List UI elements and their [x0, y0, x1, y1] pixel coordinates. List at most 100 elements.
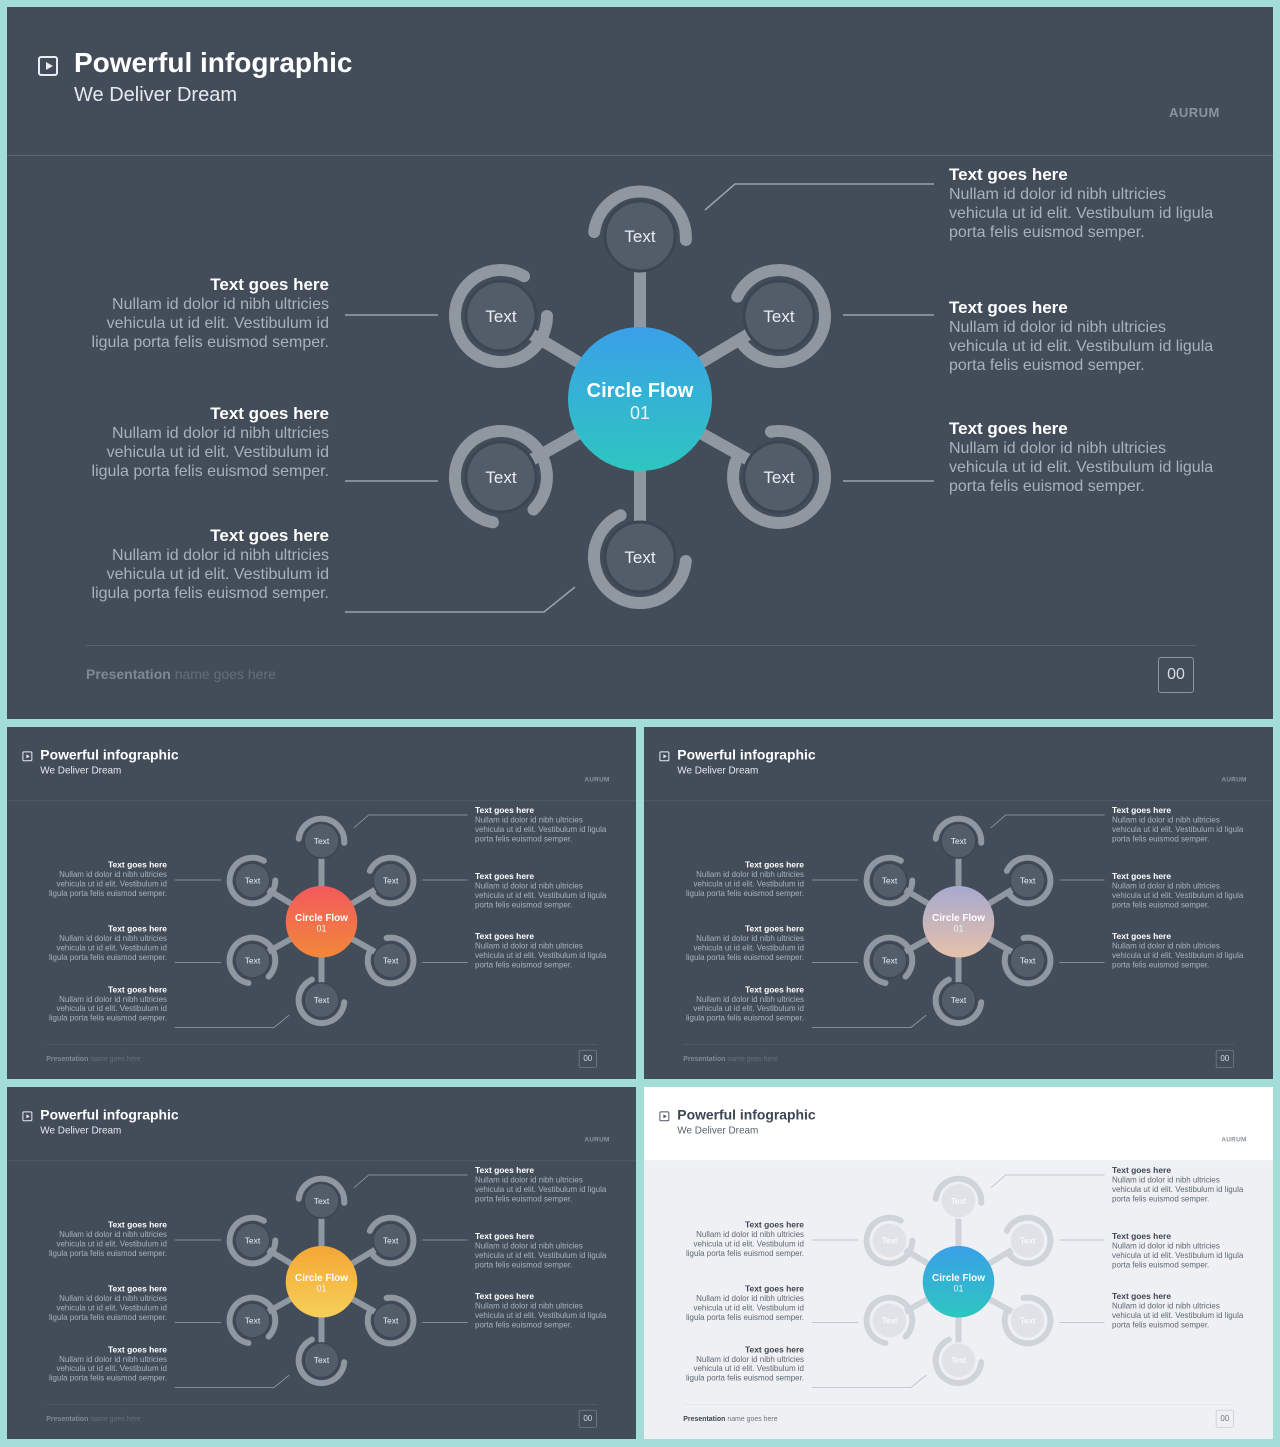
- text-block-heading: Text goes here: [210, 404, 329, 423]
- text-block-body: Nullam id dolor id nibh ultricies vehicu…: [949, 319, 1214, 374]
- text-block-body: Nullam id dolor id nibh ultricies vehicu…: [475, 882, 607, 910]
- node-label: Text: [383, 955, 399, 965]
- slide-title: Powerful infographic: [677, 1106, 816, 1123]
- center-number: 01: [630, 403, 650, 423]
- slide-thumbnail[interactable]: Powerful infographic We Deliver Dream AU…: [644, 727, 1273, 1079]
- text-block-heading: Text goes here: [744, 1344, 804, 1355]
- center-circle: [922, 885, 995, 958]
- footer-bold: Presentation: [86, 666, 171, 682]
- node-circle: [940, 982, 977, 1019]
- node-circle: [940, 1182, 977, 1219]
- slide-thumbnail[interactable]: Powerful infographic We Deliver Dream AU…: [7, 1087, 636, 1439]
- text-block-heading: Text goes here: [1112, 1165, 1172, 1175]
- center-circle: [922, 1245, 995, 1318]
- play-icon: [659, 1111, 670, 1122]
- node-ring: [295, 1336, 348, 1387]
- slide-subtitle: We Deliver Dream: [40, 765, 122, 777]
- page-number: 00: [578, 1409, 597, 1428]
- node-ring: [727, 425, 831, 529]
- text-block-heading: Text goes here: [107, 1344, 167, 1355]
- node-label: Text: [314, 836, 330, 846]
- node-ring: [932, 976, 985, 1027]
- text-block-left-2: Text goes here Nullam id dolor id nibh u…: [69, 404, 329, 481]
- node-ring: [863, 1294, 916, 1347]
- text-block-body: Nullam id dolor id nibh ultricies vehicu…: [475, 1242, 607, 1270]
- text-block-left-3: Text goes here Nullam id dolor id nibh u…: [675, 1345, 804, 1383]
- node-ring: [226, 1214, 279, 1267]
- node-ring: [1003, 854, 1054, 907]
- text-block-heading: Text goes here: [107, 860, 167, 870]
- text-block-heading: Text goes here: [475, 805, 535, 815]
- node-circle: [940, 822, 977, 859]
- brand-logo-text: AURUM: [584, 775, 610, 784]
- footer-divider: [86, 645, 1196, 646]
- text-block-body: Nullam id dolor id nibh ultricies vehicu…: [91, 296, 329, 351]
- node-ring: [449, 264, 553, 369]
- slide-header: Powerful infographic We Deliver Dream AU…: [7, 727, 636, 801]
- slide-subtitle: We Deliver Dream: [677, 1125, 759, 1137]
- footer-rest: name goes here: [88, 1414, 141, 1423]
- text-block-heading: Text goes here: [107, 924, 167, 934]
- footer-rest: name goes here: [725, 1054, 778, 1063]
- node-label: Text: [245, 1315, 261, 1325]
- slide-header: Powerful infographic We Deliver Dream AU…: [644, 727, 1273, 801]
- connector-line: [353, 1174, 468, 1189]
- node-ring: [366, 854, 417, 907]
- footer-presentation-name: Presentation name goes here: [86, 666, 276, 682]
- text-block-body: Nullam id dolor id nibh ultricies vehicu…: [686, 870, 804, 898]
- slide-thumbnail[interactable]: Powerful infographic We Deliver Dream AU…: [7, 727, 636, 1079]
- node-circle: [234, 1222, 271, 1259]
- text-block-body: Nullam id dolor id nibh ultricies vehicu…: [475, 1175, 607, 1204]
- connector-line: [990, 1174, 1105, 1189]
- text-block-body: Nullam id dolor id nibh ultricies vehicu…: [949, 186, 1214, 241]
- text-block-body: Nullam id dolor id nibh ultricies vehicu…: [949, 440, 1214, 495]
- footer-rest: name goes here: [725, 1414, 778, 1423]
- slide-title: Powerful infographic: [74, 47, 353, 78]
- text-block-body: Nullam id dolor id nibh ultricies vehicu…: [1112, 1175, 1244, 1204]
- text-block-heading: Text goes here: [107, 1220, 167, 1230]
- connector-line: [811, 1374, 927, 1388]
- slide-thumbnail[interactable]: Powerful infographic We Deliver Dream AU…: [644, 1087, 1273, 1439]
- node-ring: [932, 815, 985, 846]
- connector-line: [353, 814, 468, 829]
- text-block-right-2: Text goes here Nullam id dolor id nibh u…: [475, 1232, 609, 1270]
- node-circle: [234, 862, 271, 899]
- brand-logo-text: AURUM: [1169, 105, 1220, 120]
- text-block-right-1: Text goes here Nullam id dolor id nibh u…: [475, 1166, 609, 1204]
- node-ring: [1001, 1294, 1054, 1347]
- text-block-heading: Text goes here: [210, 275, 329, 294]
- node-circle: [303, 1342, 340, 1379]
- text-block-right-3: Text goes here Nullam id dolor id nibh u…: [949, 419, 1219, 496]
- node-circle: [871, 1222, 908, 1259]
- node-label: Text: [245, 955, 261, 965]
- node-label: Text: [763, 468, 794, 487]
- node-circle: [234, 1302, 271, 1339]
- node-circle: [372, 942, 409, 979]
- text-block-heading: Text goes here: [1112, 1291, 1172, 1302]
- node-circle: [303, 822, 340, 859]
- text-block-right-3: Text goes here Nullam id dolor id nibh u…: [1112, 1292, 1246, 1330]
- text-block-body: Nullam id dolor id nibh ultricies vehicu…: [91, 547, 329, 602]
- slide-canvas: Powerful infographic We Deliver Dream AU…: [644, 1087, 1273, 1439]
- node-circle: [603, 520, 677, 594]
- text-block-body: Nullam id dolor id nibh ultricies vehicu…: [49, 1294, 167, 1323]
- text-block-heading: Text goes here: [475, 871, 535, 882]
- slide-header: Powerful infographic We Deliver Dream AU…: [7, 7, 1273, 155]
- text-block-left-2: Text goes here Nullam id dolor id nibh u…: [675, 1284, 804, 1322]
- node-ring: [449, 425, 553, 529]
- text-block-heading: Text goes here: [744, 984, 804, 995]
- slide-header: Powerful infographic We Deliver Dream AU…: [7, 1087, 636, 1161]
- play-icon: [22, 1111, 33, 1122]
- slide-thumbnail[interactable]: Powerful infographic We Deliver Dream AU…: [7, 7, 1273, 719]
- text-block-heading: Text goes here: [949, 298, 1068, 317]
- node-ring: [932, 1336, 985, 1387]
- node-label: Text: [882, 876, 898, 886]
- text-block-heading: Text goes here: [744, 860, 804, 870]
- text-block-body: Nullam id dolor id nibh ultricies vehicu…: [686, 1294, 804, 1323]
- text-block-right-2: Text goes here Nullam id dolor id nibh u…: [475, 872, 609, 910]
- slide-canvas: Powerful infographic We Deliver Dream AU…: [7, 1087, 636, 1439]
- text-block-body: Nullam id dolor id nibh ultricies vehicu…: [49, 995, 167, 1023]
